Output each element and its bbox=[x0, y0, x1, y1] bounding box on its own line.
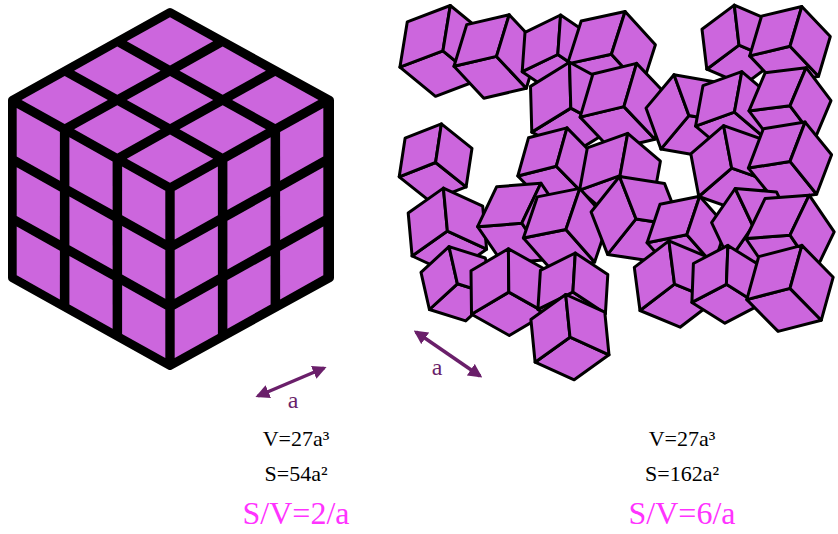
cube-face bbox=[22, 76, 108, 124]
cube-face bbox=[790, 122, 832, 194]
cube-face bbox=[531, 295, 570, 363]
cube-face bbox=[696, 72, 742, 126]
cube-face bbox=[69, 197, 112, 270]
cube-face bbox=[227, 197, 270, 270]
ratio-label: S/V=2/a bbox=[243, 497, 350, 529]
cube-face bbox=[122, 285, 165, 358]
cube-face bbox=[74, 105, 160, 153]
cube-face bbox=[127, 17, 213, 65]
cube-face bbox=[471, 249, 509, 315]
cube-face bbox=[127, 135, 213, 183]
cube-face bbox=[436, 124, 472, 187]
large-cube bbox=[12, 12, 330, 366]
volume-label: V=27a³ bbox=[649, 428, 716, 450]
cube-face bbox=[17, 108, 60, 181]
cube-face bbox=[399, 124, 441, 177]
dimension-label: a bbox=[432, 355, 443, 379]
cube-face bbox=[408, 188, 447, 256]
cube-face bbox=[522, 15, 560, 72]
cube-face bbox=[17, 227, 60, 300]
cube-face bbox=[566, 295, 609, 355]
cube-face bbox=[790, 7, 830, 77]
cube-face bbox=[790, 245, 833, 320]
cube-face bbox=[634, 241, 674, 311]
cube-face bbox=[280, 108, 323, 181]
dimension-label: a bbox=[288, 388, 299, 412]
cube-face bbox=[69, 256, 112, 329]
cube-face bbox=[127, 76, 213, 124]
cube-face bbox=[122, 226, 165, 299]
cube-face bbox=[531, 62, 571, 132]
cube-face bbox=[280, 227, 323, 300]
small-cubes bbox=[399, 5, 834, 380]
cube-face bbox=[400, 6, 450, 68]
cube-face bbox=[280, 167, 323, 240]
surface-label: S=54a² bbox=[264, 463, 327, 485]
cube-face bbox=[227, 256, 270, 329]
cube-face bbox=[232, 76, 318, 124]
cube-face bbox=[180, 105, 266, 153]
cube-face bbox=[180, 47, 266, 95]
cube-face bbox=[175, 285, 218, 358]
cube-face bbox=[122, 167, 165, 240]
cube-face bbox=[692, 245, 728, 302]
cube-face bbox=[17, 167, 60, 240]
ratio-label: S/V=6/a bbox=[629, 497, 736, 529]
volume-label: V=27a³ bbox=[263, 428, 330, 450]
cube-face bbox=[175, 226, 218, 299]
cube-face bbox=[175, 167, 218, 240]
cube-face bbox=[74, 47, 160, 95]
cube-face bbox=[227, 137, 270, 210]
cube-face bbox=[69, 137, 112, 210]
dimension-arrow bbox=[416, 332, 480, 376]
surface-label: S=162a² bbox=[645, 463, 719, 485]
cube-face bbox=[702, 5, 739, 69]
